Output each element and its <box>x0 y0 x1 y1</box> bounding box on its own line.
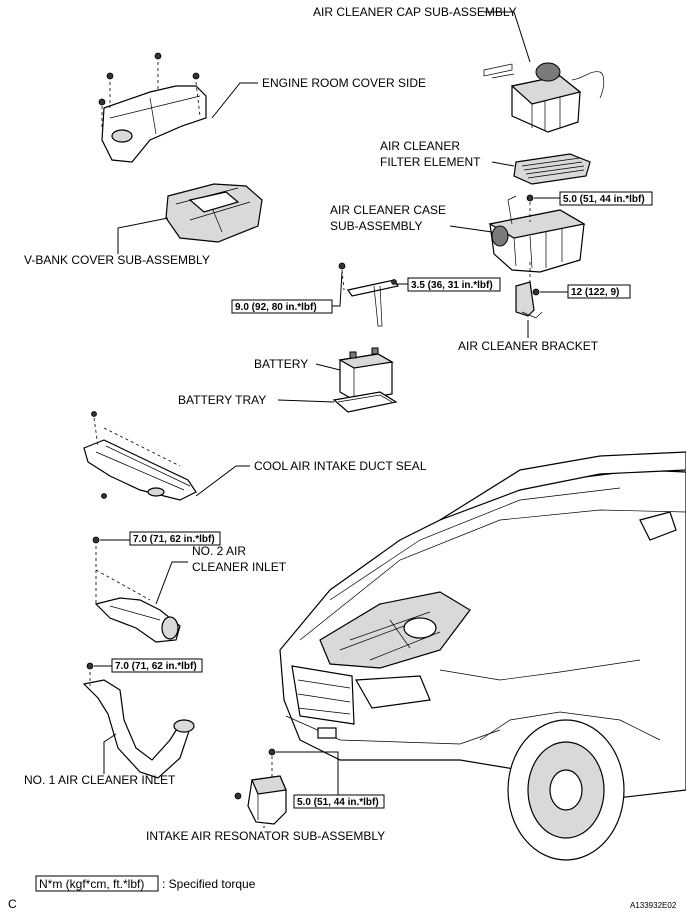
torque-resonator-bolt: 5.0 (51, 44 in.*lbf) <box>297 797 379 808</box>
no1-air-cleaner-inlet-illustration <box>82 662 195 779</box>
label-no1-inlet: NO. 1 AIR CLEANER INLET <box>24 773 176 787</box>
footer-figure-id: A133932E02 <box>630 901 677 910</box>
label-no2-inlet-2: CLEANER INLET <box>192 560 287 574</box>
label-no2-inlet-1: NO. 2 AIR <box>192 544 246 558</box>
label-intake-air-resonator: INTAKE AIR RESONATOR SUB-ASSEMBLY <box>146 829 385 843</box>
torque-no1-inlet-bolt: 7.0 (71, 62 in.*lbf) <box>115 661 197 672</box>
label-battery-tray: BATTERY TRAY <box>178 393 266 407</box>
torque-box-resonator-bolt <box>293 794 385 809</box>
air-cleaner-cap-illustration <box>483 62 605 133</box>
torque-bracket-bolt: 12 (122, 9) <box>571 287 619 298</box>
torque-box-no2-inlet-bolt <box>129 531 221 546</box>
air-cleaner-bracket-illustration <box>515 281 543 319</box>
legend-description: : Specified torque <box>162 877 256 891</box>
label-engine-room-cover-side: ENGINE ROOM COVER SIDE <box>262 76 426 90</box>
v-bank-cover-illustration <box>165 183 263 243</box>
vehicle-illustration <box>279 451 686 861</box>
label-v-bank-cover: V-BANK COVER SUB-ASSEMBLY <box>24 253 210 267</box>
label-air-cleaner-filter-1: AIR CLEANER <box>380 139 460 153</box>
label-cool-air-intake-duct-seal: COOL AIR INTAKE DUCT SEAL <box>254 459 427 473</box>
legend-unit-box <box>35 875 159 892</box>
battery-clamp-illustration <box>338 262 399 327</box>
air-cleaner-filter-illustration <box>513 153 591 185</box>
label-air-cleaner-filter-2: FILTER ELEMENT <box>380 155 481 169</box>
torque-battery-clamp-nut: 3.5 (36, 31 in.*lbf) <box>411 280 493 291</box>
label-air-cleaner-bracket: AIR CLEANER BRACKET <box>458 339 599 353</box>
battery-tray-illustration <box>332 391 398 413</box>
engine-room-cover-side-illustration <box>98 52 207 163</box>
label-battery: BATTERY <box>254 357 308 371</box>
label-air-cleaner-cap: AIR CLEANER CAP SUB-ASSEMBLY <box>313 5 517 19</box>
intake-air-resonator-illustration <box>234 748 287 825</box>
torque-battery-clamp-bolt: 9.0 (92, 80 in.*lbf) <box>235 302 317 313</box>
label-air-cleaner-case-2: SUB-ASSEMBLY <box>330 219 422 233</box>
air-cleaner-case-illustration <box>488 194 586 284</box>
footer-corner-mark: C <box>8 897 17 911</box>
no2-air-cleaner-inlet-illustration <box>92 536 181 643</box>
battery-illustration <box>338 347 394 401</box>
legend-unit: N*m (kgf*cm, ft.*lbf) <box>39 877 144 891</box>
label-air-cleaner-case-1: AIR CLEANER CASE <box>330 203 446 217</box>
cool-air-intake-duct-seal-illustration <box>83 411 197 501</box>
torque-case-bolt: 5.0 (51, 44 in.*lbf) <box>563 194 645 205</box>
torque-no2-inlet-bolt: 7.0 (71, 62 in.*lbf) <box>133 534 215 545</box>
